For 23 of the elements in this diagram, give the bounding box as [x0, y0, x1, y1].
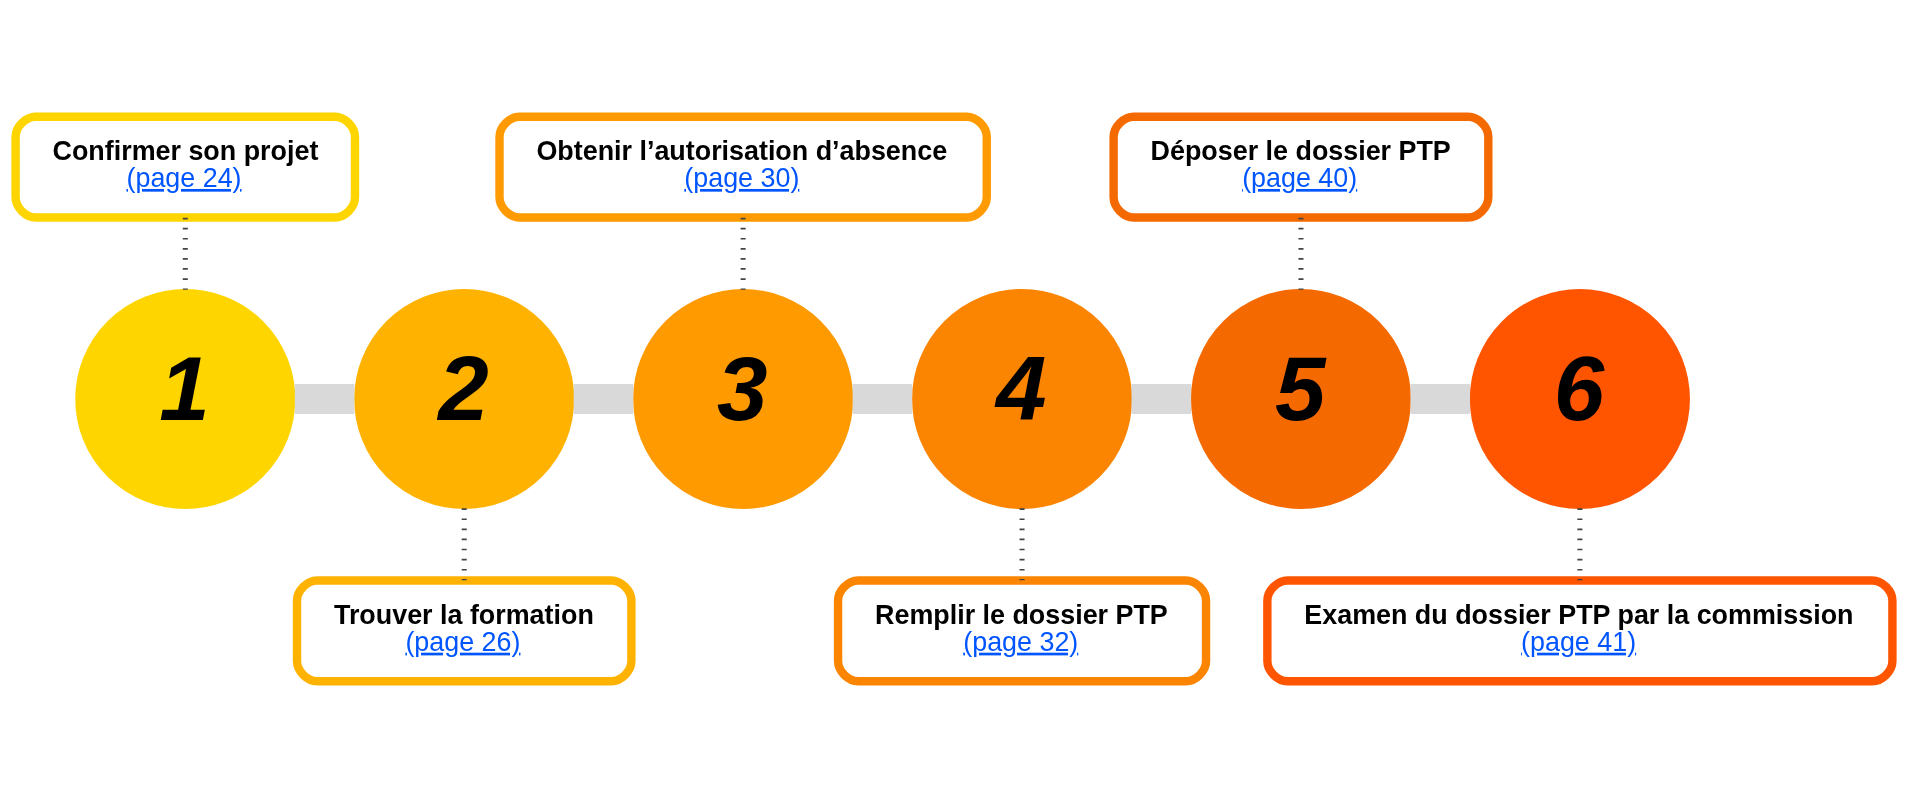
node-circle: 5: [1190, 288, 1411, 510]
connector: [1019, 508, 1025, 581]
connector: [294, 383, 355, 415]
connector: [1410, 383, 1471, 415]
node-box: Confirmer son projet (page 24): [11, 112, 360, 222]
connector: [1131, 383, 1192, 415]
node-box: Examen du dossier PTP par la commission (page 41): [1263, 576, 1897, 686]
connector: [852, 383, 913, 415]
node-box: Trouver la formation (page 26): [292, 576, 636, 686]
connector: [1298, 217, 1304, 290]
node-box: Déposer le dossier PTP (page 40): [1109, 112, 1493, 222]
node-circle: 3: [633, 288, 854, 510]
connector: [573, 383, 634, 415]
node-box: Remplir le dossier PTP (page 32): [833, 576, 1211, 686]
node-circle: 4: [912, 288, 1133, 510]
node-circle: 6: [1469, 288, 1690, 510]
connector: [182, 217, 188, 290]
node-box: Obtenir l’autorisation d’absence (page 30): [495, 112, 991, 222]
node-circle: 1: [75, 288, 296, 510]
connector: [740, 217, 746, 290]
connector: [1577, 508, 1583, 581]
node-circle: 2: [354, 288, 575, 510]
connector: [461, 508, 467, 581]
